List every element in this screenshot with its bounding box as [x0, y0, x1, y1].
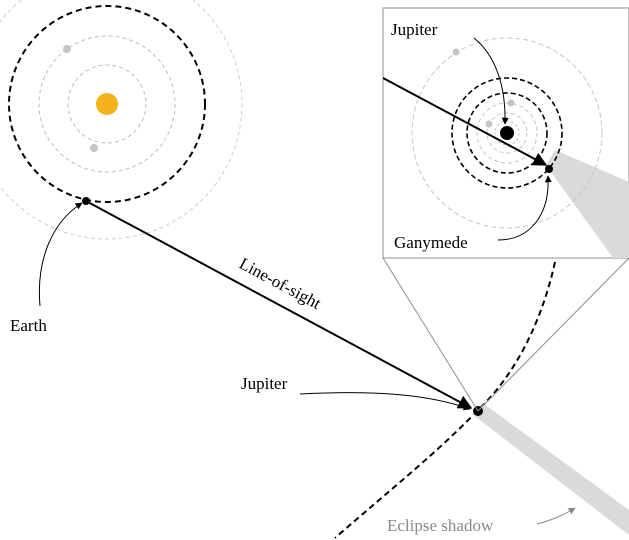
inset-jupiter-label: Jupiter — [391, 20, 438, 39]
inner-orbit — [67, 64, 147, 144]
inset-orbit-callisto — [451, 77, 563, 189]
line-of-sight — [85, 200, 473, 409]
inset — [382, 7, 629, 259]
inset-moon-1 — [452, 48, 460, 56]
jupiter-orbit — [334, 261, 556, 539]
planet-inner — [90, 144, 98, 152]
zoom-line-left — [382, 257, 479, 412]
inset-jupiter-arrow — [473, 37, 509, 125]
inset-ganymede — [545, 165, 553, 173]
earth-label: Earth — [10, 316, 47, 335]
sun — [96, 93, 118, 115]
inset-line-of-sight — [383, 77, 548, 166]
inset-orbit-outer — [411, 37, 603, 229]
ganymede-label: Ganymede — [394, 233, 468, 252]
jupiter-arrow — [299, 392, 471, 411]
inset-ganymede-arrow — [497, 175, 552, 241]
mars-orbit — [38, 35, 176, 173]
line-of-sight-label: Line-of-sight — [236, 254, 324, 313]
eclipse-shadow-arrow — [536, 507, 576, 525]
inset-moon-3 — [485, 120, 493, 128]
solar-system — [0, 0, 243, 240]
eclipse-shadow-label: Eclipse shadow — [387, 516, 494, 535]
zoom-line-right — [477, 257, 629, 412]
inset-eclipse-shadow — [546, 150, 629, 258]
jupiter-orbit-arc — [8, 5, 206, 203]
earth-arrow — [38, 202, 83, 307]
jupiter-label: Jupiter — [241, 374, 288, 393]
inset-moon-2 — [507, 99, 515, 107]
planet-outer — [63, 45, 71, 53]
inset-jupiter — [500, 126, 514, 140]
outer-orbit — [0, 0, 243, 240]
inset-orbit-europa — [476, 102, 538, 164]
inset-orbit-ganymede — [466, 92, 548, 174]
eclipse-shadow — [472, 404, 629, 535]
inset-orbit-io — [486, 112, 528, 154]
